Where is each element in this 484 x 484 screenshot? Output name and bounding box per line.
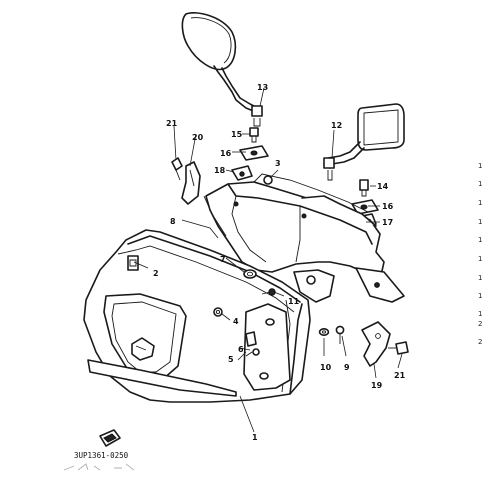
label-20: 20 xyxy=(192,133,204,142)
label-6: 6 xyxy=(238,345,244,354)
label-2: 2 xyxy=(153,269,159,278)
edge-mark: 1 xyxy=(478,218,482,226)
part-16-plate-left xyxy=(239,145,269,161)
label-7: 7 xyxy=(220,255,226,264)
label-10: 10 xyxy=(320,363,332,372)
edge-mark: 1 xyxy=(478,310,482,318)
part-21-bolt-right xyxy=(388,341,409,355)
part-21-bolt-left xyxy=(171,157,183,181)
label-17: 17 xyxy=(382,218,393,227)
edge-mark: 1 xyxy=(478,255,482,263)
part-15-bolt xyxy=(249,127,259,143)
label-4: 4 xyxy=(233,317,239,326)
label-13: 13 xyxy=(257,83,268,92)
catalog-code: 3UP1361-0250 xyxy=(74,451,129,460)
label-3: 3 xyxy=(275,159,281,168)
part-7-bolt xyxy=(243,269,257,279)
label-14: 14 xyxy=(377,182,389,191)
edge-mark: 1 xyxy=(478,199,482,207)
label-9: 9 xyxy=(344,363,350,372)
label-8: 8 xyxy=(170,217,176,226)
part-20-bracket xyxy=(181,161,201,205)
label-18: 18 xyxy=(214,166,226,175)
label-15: 15 xyxy=(231,130,243,139)
label-1: 1 xyxy=(252,433,258,442)
edge-mark: 1 xyxy=(478,274,482,282)
right-edge-marks: 1 1 1 1 1 1 1 1 1 2 2 xyxy=(478,162,482,346)
label-5: 5 xyxy=(228,355,234,364)
part-8-stay-bracket xyxy=(203,173,405,303)
faint-stamp xyxy=(63,463,135,471)
edge-mark: 1 xyxy=(478,292,482,300)
part-number-labels: 13 15 16 18 3 21 20 12 14 16 17 8 7 2 4 … xyxy=(153,83,406,442)
label-21-right: 21 xyxy=(394,371,406,380)
edge-mark: 1 xyxy=(478,236,482,244)
part-18-bracket xyxy=(231,165,253,181)
label-16-left: 16 xyxy=(220,149,232,158)
edge-mark: 1 xyxy=(478,162,482,170)
part-14-bolt xyxy=(359,179,369,197)
right-mirror xyxy=(323,103,405,181)
part-9-bolt xyxy=(335,325,345,344)
label-16-right: 16 xyxy=(382,202,394,211)
front-direction-symbol xyxy=(99,429,121,447)
label-11: 11 xyxy=(288,297,300,306)
label-19: 19 xyxy=(371,381,383,390)
part-19-bracket xyxy=(361,321,391,367)
edge-mark: 1 xyxy=(478,180,482,188)
left-mirror xyxy=(181,12,263,127)
leader-lines xyxy=(133,87,403,433)
label-21-left: 21 xyxy=(166,119,178,128)
part-10-washer xyxy=(318,327,330,336)
label-12: 12 xyxy=(331,121,342,130)
edge-mark: 2 xyxy=(478,320,482,328)
edge-mark: 2 xyxy=(478,338,482,346)
part-11-bolt xyxy=(261,288,276,296)
